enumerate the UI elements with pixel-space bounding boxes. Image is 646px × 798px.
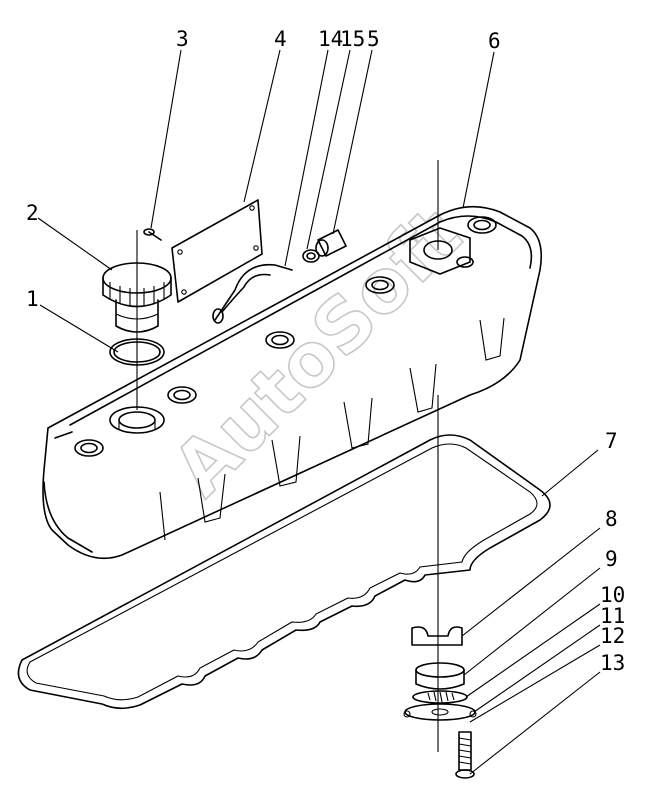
callout-9: 9 [605,547,618,571]
callout-8: 8 [605,507,618,531]
breather-baffle [411,626,463,646]
callout-1: 1 [26,287,39,311]
callout-14: 14 [318,27,343,51]
oil-filler-cap [102,262,172,333]
callout-7: 7 [605,429,618,453]
callout-5: 5 [367,27,380,51]
breather-hose [212,263,293,324]
o-ring [109,338,165,366]
valve-cover [42,205,543,560]
washer-plate [403,703,477,721]
leader-lines [37,49,601,775]
name-plate [171,199,263,303]
bolt [455,731,475,779]
callout-6: 6 [488,29,501,53]
callout-labels: 1 2 3 4 14 15 5 6 7 8 9 10 11 12 13 [26,27,625,675]
callout-15: 15 [340,27,365,51]
hose-clamp [302,249,320,263]
valve-cover-gasket [17,434,551,710]
callout-10: 10 [600,583,625,607]
screw [143,228,162,241]
callout-4: 4 [274,27,287,51]
breather-nipple [315,229,347,257]
callout-11: 11 [600,604,625,628]
callout-13: 13 [600,651,625,675]
callout-3: 3 [176,27,189,51]
callout-2: 2 [26,201,39,225]
bushing [415,662,465,690]
mesh-filter [412,690,468,704]
callout-12: 12 [600,624,625,648]
